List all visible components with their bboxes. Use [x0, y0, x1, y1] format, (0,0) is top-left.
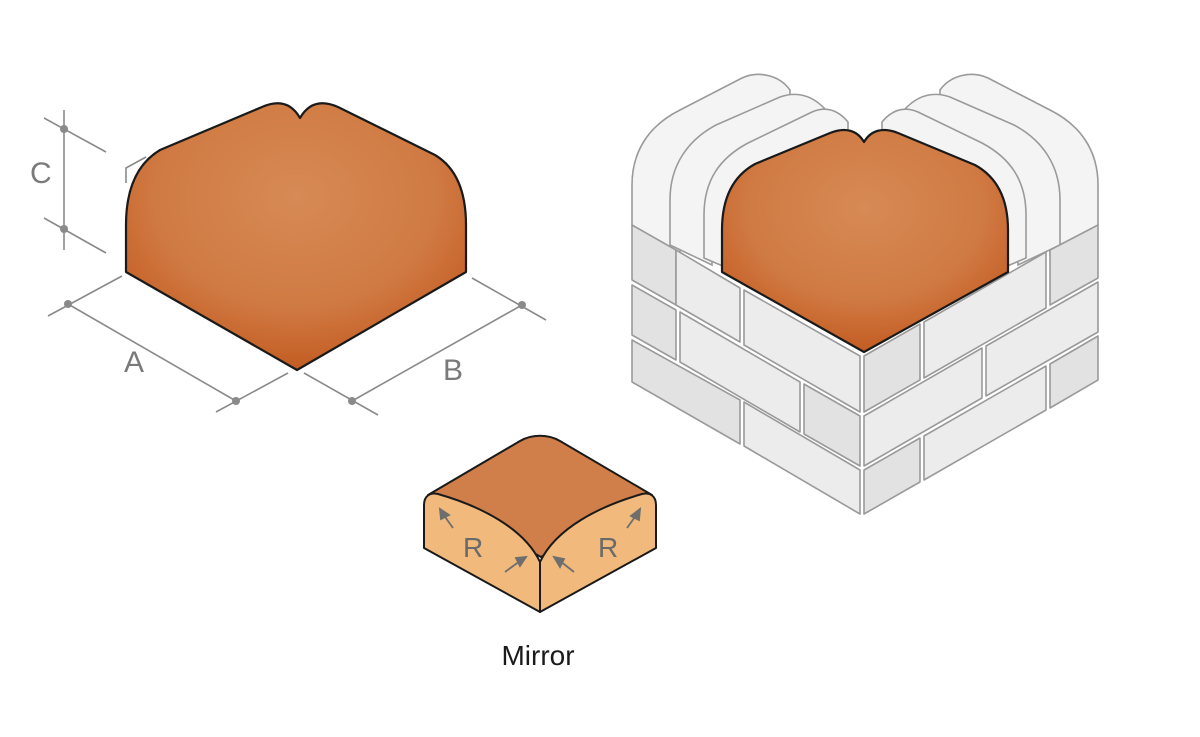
- brick-course1-right: [923, 251, 1047, 379]
- dimension-b-label: B: [443, 354, 463, 387]
- coping-cap-body: [124, 102, 468, 372]
- brick-course3-front-right: [863, 437, 921, 515]
- dimension-a-left-dot: [64, 300, 72, 308]
- brick-course3-right: [923, 365, 1047, 481]
- brick-course1-left: [675, 249, 741, 343]
- brick-course2-left: [679, 311, 801, 433]
- dimension-b: B: [303, 277, 547, 416]
- mirror-left-face: [423, 492, 541, 613]
- brick-pier: [631, 73, 1099, 515]
- dimension-a-right-dot: [232, 397, 240, 405]
- dimension-c-top-extension: [43, 117, 107, 153]
- mirror-right-face: [539, 492, 657, 613]
- dimension-b-left-dot: [348, 397, 356, 405]
- dimension-b-right-extension: [471, 277, 547, 321]
- dimension-c: C: [30, 110, 147, 254]
- dimension-b-line: [351, 304, 523, 402]
- dimension-a-right-extension: [215, 372, 289, 413]
- brick-course1-left-front: [743, 289, 861, 413]
- dimension-a-left-extension: [47, 275, 123, 317]
- dimension-b-left-extension: [303, 372, 379, 416]
- mirror-radius-label-right: R: [598, 532, 618, 563]
- mirror-caption: Mirror: [501, 640, 574, 671]
- brick-course2-right: [985, 281, 1099, 397]
- dimension-a-line: [67, 303, 237, 402]
- mirror-right-radius-arrows: [552, 507, 642, 573]
- dimension-a: A: [47, 275, 289, 413]
- brick-course3-right-end: [1049, 335, 1099, 409]
- dimension-a-label: A: [124, 346, 144, 379]
- pier-terracotta-coping: [720, 128, 1010, 354]
- mirror-radius-label-left: R: [463, 532, 483, 563]
- dimension-b-right-dot: [518, 301, 526, 309]
- dimension-c-label: C: [30, 157, 52, 190]
- brick-course3-left-front: [743, 401, 861, 515]
- dimension-c-bottom-dot: [60, 225, 68, 233]
- mirror-detail: R R Mirror: [423, 434, 657, 671]
- dimension-c-corner-tick: [125, 156, 147, 183]
- dimension-c-bottom-extension: [43, 217, 107, 254]
- brick-course3-left-end: [631, 339, 741, 445]
- dimension-c-top-dot: [60, 125, 68, 133]
- main-coping-cap: [124, 102, 468, 372]
- brick-course2-front: [863, 347, 983, 467]
- brick-course2-front-left: [803, 383, 861, 467]
- mirror-top-face: [427, 434, 653, 558]
- brick-course1-right-end: [1049, 224, 1099, 306]
- brick-course1-front-right: [863, 323, 921, 413]
- mirror-left-radius-arrows: [438, 507, 528, 573]
- brick-course2-left-end: [631, 284, 677, 361]
